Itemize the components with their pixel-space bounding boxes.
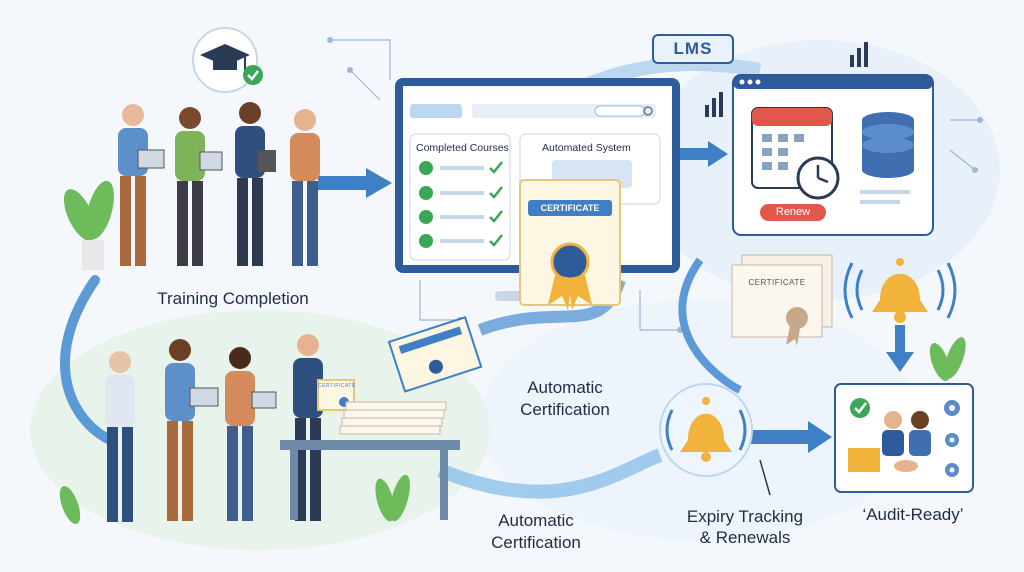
folder-icon bbox=[848, 448, 880, 472]
person bbox=[235, 102, 276, 266]
automated-system-title: Automated System bbox=[542, 142, 631, 154]
handshake-icon bbox=[894, 460, 918, 472]
certificate-scroll bbox=[520, 180, 620, 310]
audit-ready-label: ‘Audit-Ready’ bbox=[838, 505, 988, 525]
person bbox=[118, 104, 164, 266]
certificate-label: CERTIFICATE bbox=[528, 203, 612, 213]
ribbon-seal-icon bbox=[552, 244, 588, 280]
stacked-certificates bbox=[732, 255, 832, 346]
lms-badge: LMS bbox=[652, 34, 734, 64]
expiry-tracking-label: Expiry Tracking & Renewals bbox=[650, 506, 840, 548]
stacked-certificate-label: CERTIFICATE bbox=[732, 278, 822, 287]
plant bbox=[926, 335, 970, 384]
person bbox=[290, 109, 320, 266]
held-certificate-label: CERTIFICATE bbox=[318, 383, 354, 389]
person bbox=[175, 107, 222, 266]
database-icon bbox=[862, 112, 914, 178]
renew-button[interactable]: Renew bbox=[760, 204, 826, 221]
arrow-to-lms bbox=[318, 168, 392, 198]
audit-ready-panel bbox=[835, 384, 973, 492]
completed-courses-title: Completed Courses bbox=[416, 142, 509, 154]
clock-icon bbox=[798, 158, 838, 198]
check-icon bbox=[850, 398, 870, 418]
training-completion-label: Training Completion bbox=[118, 289, 348, 309]
automatic-certification-label-1: Automatic Certification bbox=[500, 377, 630, 421]
people-top bbox=[118, 102, 320, 266]
check-icon bbox=[243, 65, 263, 85]
automatic-certification-label-2: Automatic Certification bbox=[466, 510, 606, 554]
plant bbox=[57, 178, 119, 270]
